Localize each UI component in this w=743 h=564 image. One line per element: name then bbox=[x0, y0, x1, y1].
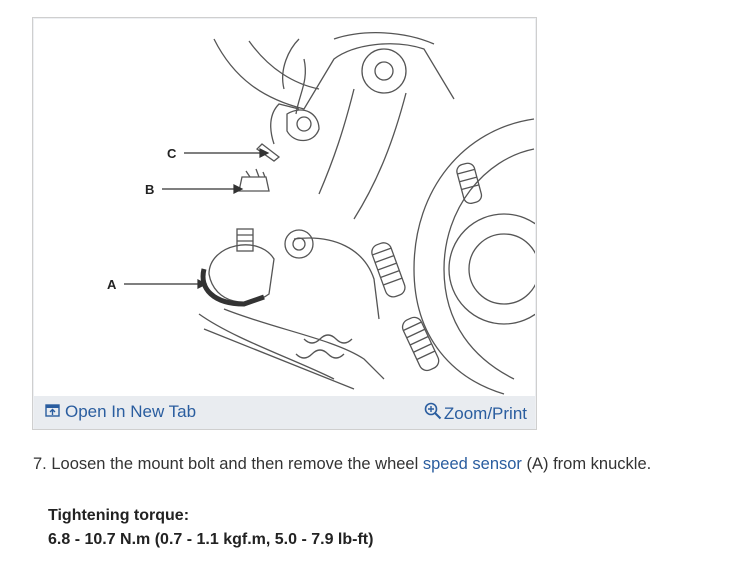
wheel-speed-sensor-diagram: C B A bbox=[107, 32, 535, 395]
callout-b-label: B bbox=[145, 182, 154, 197]
step-instruction: 7. Loosen the mount bolt and then remove… bbox=[33, 455, 723, 474]
magnifier-plus-icon bbox=[424, 402, 442, 425]
diagram-image[interactable]: C B A bbox=[34, 19, 535, 396]
zoom-print-label: Zoom/Print bbox=[443, 403, 527, 423]
callout-c-label: C bbox=[167, 146, 177, 161]
figure-container: C B A Open In New Tab bbox=[32, 17, 537, 430]
callout-a-label: A bbox=[107, 277, 117, 292]
open-in-new-tab-label: Open In New Tab bbox=[65, 402, 197, 421]
figure-toolbar: Open In New Tab Zoom/Print bbox=[34, 396, 535, 429]
step-text-after: (A) from knuckle. bbox=[521, 455, 652, 473]
open-in-new-tab-icon bbox=[45, 402, 60, 422]
step-text-before: Loosen the mount bolt and then remove th… bbox=[46, 455, 423, 473]
zoom-print-link[interactable]: Zoom/Print bbox=[424, 402, 527, 425]
open-in-new-tab-link[interactable]: Open In New Tab bbox=[45, 402, 196, 422]
torque-value: 6.8 - 10.7 N.m (0.7 - 1.1 kgf.m, 5.0 - 7… bbox=[48, 531, 374, 548]
step-number: 7. bbox=[33, 455, 47, 473]
torque-label: Tightening torque: bbox=[48, 507, 190, 524]
speed-sensor-link[interactable]: speed sensor bbox=[422, 455, 522, 473]
